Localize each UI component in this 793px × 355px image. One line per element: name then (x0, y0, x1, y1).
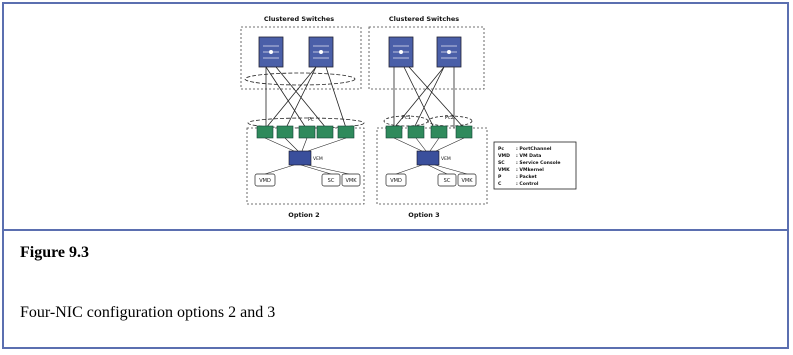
option2-diagram: Clustered Switches (240, 15, 365, 219)
legend-value-3: : VMkernel (516, 167, 544, 173)
legend-value-5: : Control (516, 181, 539, 187)
option3-vm-sc: SC (444, 178, 451, 184)
legend-key-5: C (498, 181, 502, 187)
option2-nic-4 (337, 125, 355, 139)
option2-switch-1 (258, 36, 284, 68)
option3-label: Option 3 (408, 211, 439, 219)
legend-key-4: P (498, 174, 502, 180)
option2-host-box (246, 127, 365, 205)
option3-header: Clustered Switches (389, 15, 459, 23)
legend-value-1: : VM Data (516, 153, 541, 159)
option2-nic-3 (298, 125, 316, 139)
legend-key-1: VMD (498, 153, 510, 159)
option3-vms: VMD SC VMK (385, 164, 477, 187)
option2-nic-5 (316, 125, 334, 139)
option2-vem (288, 150, 312, 166)
option3-vm-vmk: VMK (461, 178, 473, 184)
option2-vm-vmd: VMD (259, 178, 271, 184)
option3-vm-vmd: VMD (390, 178, 402, 184)
option3-vem-label: VEM (441, 156, 451, 162)
option2-pc-label: Pc (308, 117, 314, 123)
option3-host-box (376, 127, 488, 205)
option2-label: Option 2 (288, 211, 319, 219)
figure-frame: Clustered Switches (2, 2, 789, 349)
legend-key-2: SC (498, 160, 505, 166)
option2-nic-1 (256, 125, 274, 139)
option3-pc2-label: Pc2 (445, 115, 454, 121)
option2-switch-2 (308, 36, 334, 68)
option2-nics (256, 125, 355, 139)
option3-pc2 (427, 115, 473, 127)
option3-vem (416, 150, 440, 166)
option2-vm-sc: SC (328, 178, 335, 184)
legend-value-0: : PortChannel (516, 146, 552, 152)
option2-vem-links (264, 137, 347, 152)
legend-key-3: VMK (498, 167, 510, 173)
legend-value-2: : Service Console (516, 160, 561, 166)
option2-vem-label: VEM (313, 156, 323, 162)
diagram-area: Clustered Switches (4, 4, 787, 231)
figure-title: Figure 9.3 (20, 244, 90, 261)
option3-switch-1 (388, 36, 414, 68)
network-diagram: Clustered Switches (240, 15, 577, 219)
option2-header: Clustered Switches (264, 15, 334, 23)
option2-vms: VMD SC VMK (254, 164, 361, 187)
option3-diagram: Clustered Switches (368, 15, 488, 219)
legend: Pc : PortChannel VMD : VM Data SC : Serv… (493, 141, 577, 190)
option2-vm-vmk: VMK (345, 178, 357, 184)
option3-links (393, 66, 465, 129)
option3-vem-links (393, 137, 465, 152)
option2-switch-cluster (240, 26, 362, 90)
figure-caption: Four-NIC configuration options 2 and 3 (20, 304, 276, 321)
option3-pc1-label: Pc1 (402, 115, 411, 121)
option2-upper-portchannel (244, 72, 356, 86)
option3-switch-cluster (368, 26, 485, 90)
option2-lower-portchannel (247, 117, 365, 129)
option3-nics (385, 125, 473, 139)
legend-key-0: Pc (498, 146, 504, 152)
legend-value-4: : Packet (516, 174, 538, 180)
option2-links (265, 66, 347, 129)
option3-switch-2 (436, 36, 462, 68)
option2-nic-2 (276, 125, 294, 139)
